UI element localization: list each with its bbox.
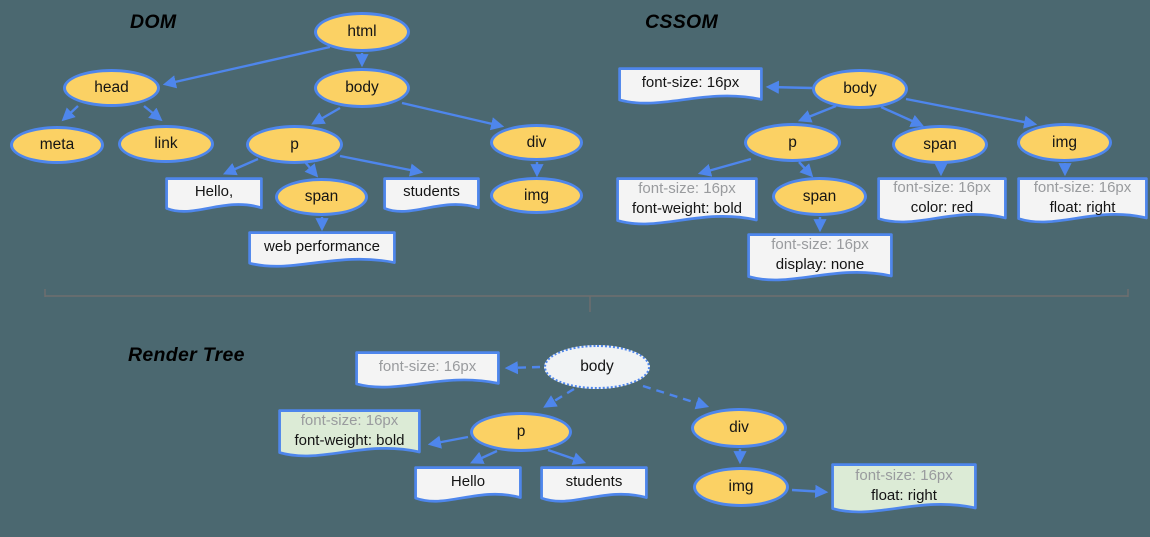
dom-textnode-web-performance: web performance — [248, 231, 396, 271]
render-rule-p-line1: font-size: 16px — [300, 412, 399, 430]
cssom-rule-span-body: font-size: 16px color: red — [877, 177, 1007, 227]
render-rule-body: font-size: 16px — [355, 351, 500, 392]
dom-textnode-web-performance-label: web performance — [264, 237, 380, 255]
cssom-rule-span-body-line1: font-size: 16px — [893, 179, 991, 197]
arrow-render-body-to-p — [543, 387, 575, 408]
render-rule-img: font-size: 16px float: right — [831, 463, 977, 517]
cssom-node-p: p — [744, 123, 841, 162]
render-node-p: p — [470, 412, 572, 452]
cssom-node-span-p: span — [772, 177, 867, 216]
arrow-render-body-to-rule — [504, 361, 541, 375]
cssom-rule-img-line2: float: right — [1049, 198, 1116, 216]
render-node-body: body — [544, 345, 650, 389]
arrow-dom-p-to-students — [339, 154, 424, 177]
dom-node-span: span — [275, 178, 368, 216]
render-rule-p-line2: font-weight: bold — [294, 431, 405, 449]
render-tree-section-title: Render Tree — [128, 344, 245, 366]
dom-node-div: div — [490, 124, 583, 161]
arrow-dom-head-to-meta — [61, 105, 79, 122]
dom-node-head: head — [63, 69, 160, 107]
render-rule-p: font-size: 16px font-weight: bold — [278, 409, 421, 461]
arrow-render-img-to-rule — [791, 484, 829, 498]
dom-textnode-hello-label: Hello, — [194, 183, 234, 201]
arrow-render-body-to-div — [642, 384, 710, 410]
arrow-dom-body-to-div — [401, 101, 505, 131]
cssom-rule-span-p-line1: font-size: 16px — [771, 236, 869, 254]
render-rule-img-line2: float: right — [871, 486, 937, 504]
arrow-cssom-body-to-rule — [765, 80, 813, 94]
cssom-rule-body-text: font-size: 16px — [641, 74, 740, 92]
arrow-dom-p-to-span — [304, 161, 319, 178]
arrow-render-p-to-hello — [470, 449, 498, 464]
cssom-rule-p: font-size: 16px font-weight: bold — [616, 177, 758, 229]
arrow-dom-p-to-hello — [222, 157, 259, 176]
dom-textnode-students-label: students — [403, 183, 460, 201]
render-textnode-students-label: students — [565, 472, 623, 490]
cssom-rule-span-p-line2: display: none — [775, 255, 865, 273]
cssom-rule-p-line1: font-size: 16px — [638, 180, 736, 198]
dom-textnode-hello: Hello, — [165, 177, 263, 216]
cssom-rule-body: font-size: 16px — [618, 67, 763, 108]
dom-textnode-students: students — [383, 177, 480, 216]
arrow-cssom-p-to-rule — [697, 157, 752, 177]
arrow-cssom-body-to-img — [905, 97, 1038, 129]
arrow-cssom-p-to-span — [798, 161, 814, 178]
arrow-render-p-to-rule — [427, 435, 469, 449]
cssom-section-title: CSSOM — [645, 11, 719, 33]
cssom-node-body: body — [812, 69, 908, 109]
dom-node-img: img — [490, 177, 583, 214]
render-rule-body-text: font-size: 16px — [378, 358, 477, 376]
render-node-div: div — [691, 408, 787, 448]
render-textnode-students: students — [540, 466, 648, 506]
cssom-rule-p-line2: font-weight: bold — [631, 199, 743, 217]
arrow-render-p-to-students — [547, 448, 587, 466]
dom-node-meta: meta — [10, 126, 104, 164]
render-rule-img-line1: font-size: 16px — [855, 467, 953, 485]
render-textnode-hello-label: Hello — [450, 472, 486, 490]
arrow-dom-body-to-p — [311, 106, 341, 125]
render-node-img: img — [693, 467, 789, 507]
cssom-rule-span-body-line2: color: red — [910, 198, 974, 216]
cssom-rule-span-p: font-size: 16px display: none — [747, 233, 893, 285]
render-textnode-hello: Hello — [414, 466, 522, 506]
arrow-cssom-body-to-span — [880, 105, 925, 127]
dom-node-html: html — [314, 12, 410, 52]
arrow-dom-html-to-head — [162, 45, 331, 89]
dom-node-p: p — [246, 125, 343, 164]
dom-node-link: link — [118, 125, 214, 163]
cssom-node-img: img — [1017, 123, 1112, 162]
cssom-rule-img-line1: font-size: 16px — [1033, 179, 1132, 197]
cssom-rule-img: font-size: 16px float: right — [1017, 177, 1148, 227]
arrow-dom-head-to-link — [143, 105, 163, 122]
dom-section-title: DOM — [130, 11, 177, 33]
arrow-cssom-body-to-p — [797, 104, 837, 123]
cssom-node-span-body: span — [892, 125, 988, 164]
dom-node-body: body — [314, 68, 410, 108]
